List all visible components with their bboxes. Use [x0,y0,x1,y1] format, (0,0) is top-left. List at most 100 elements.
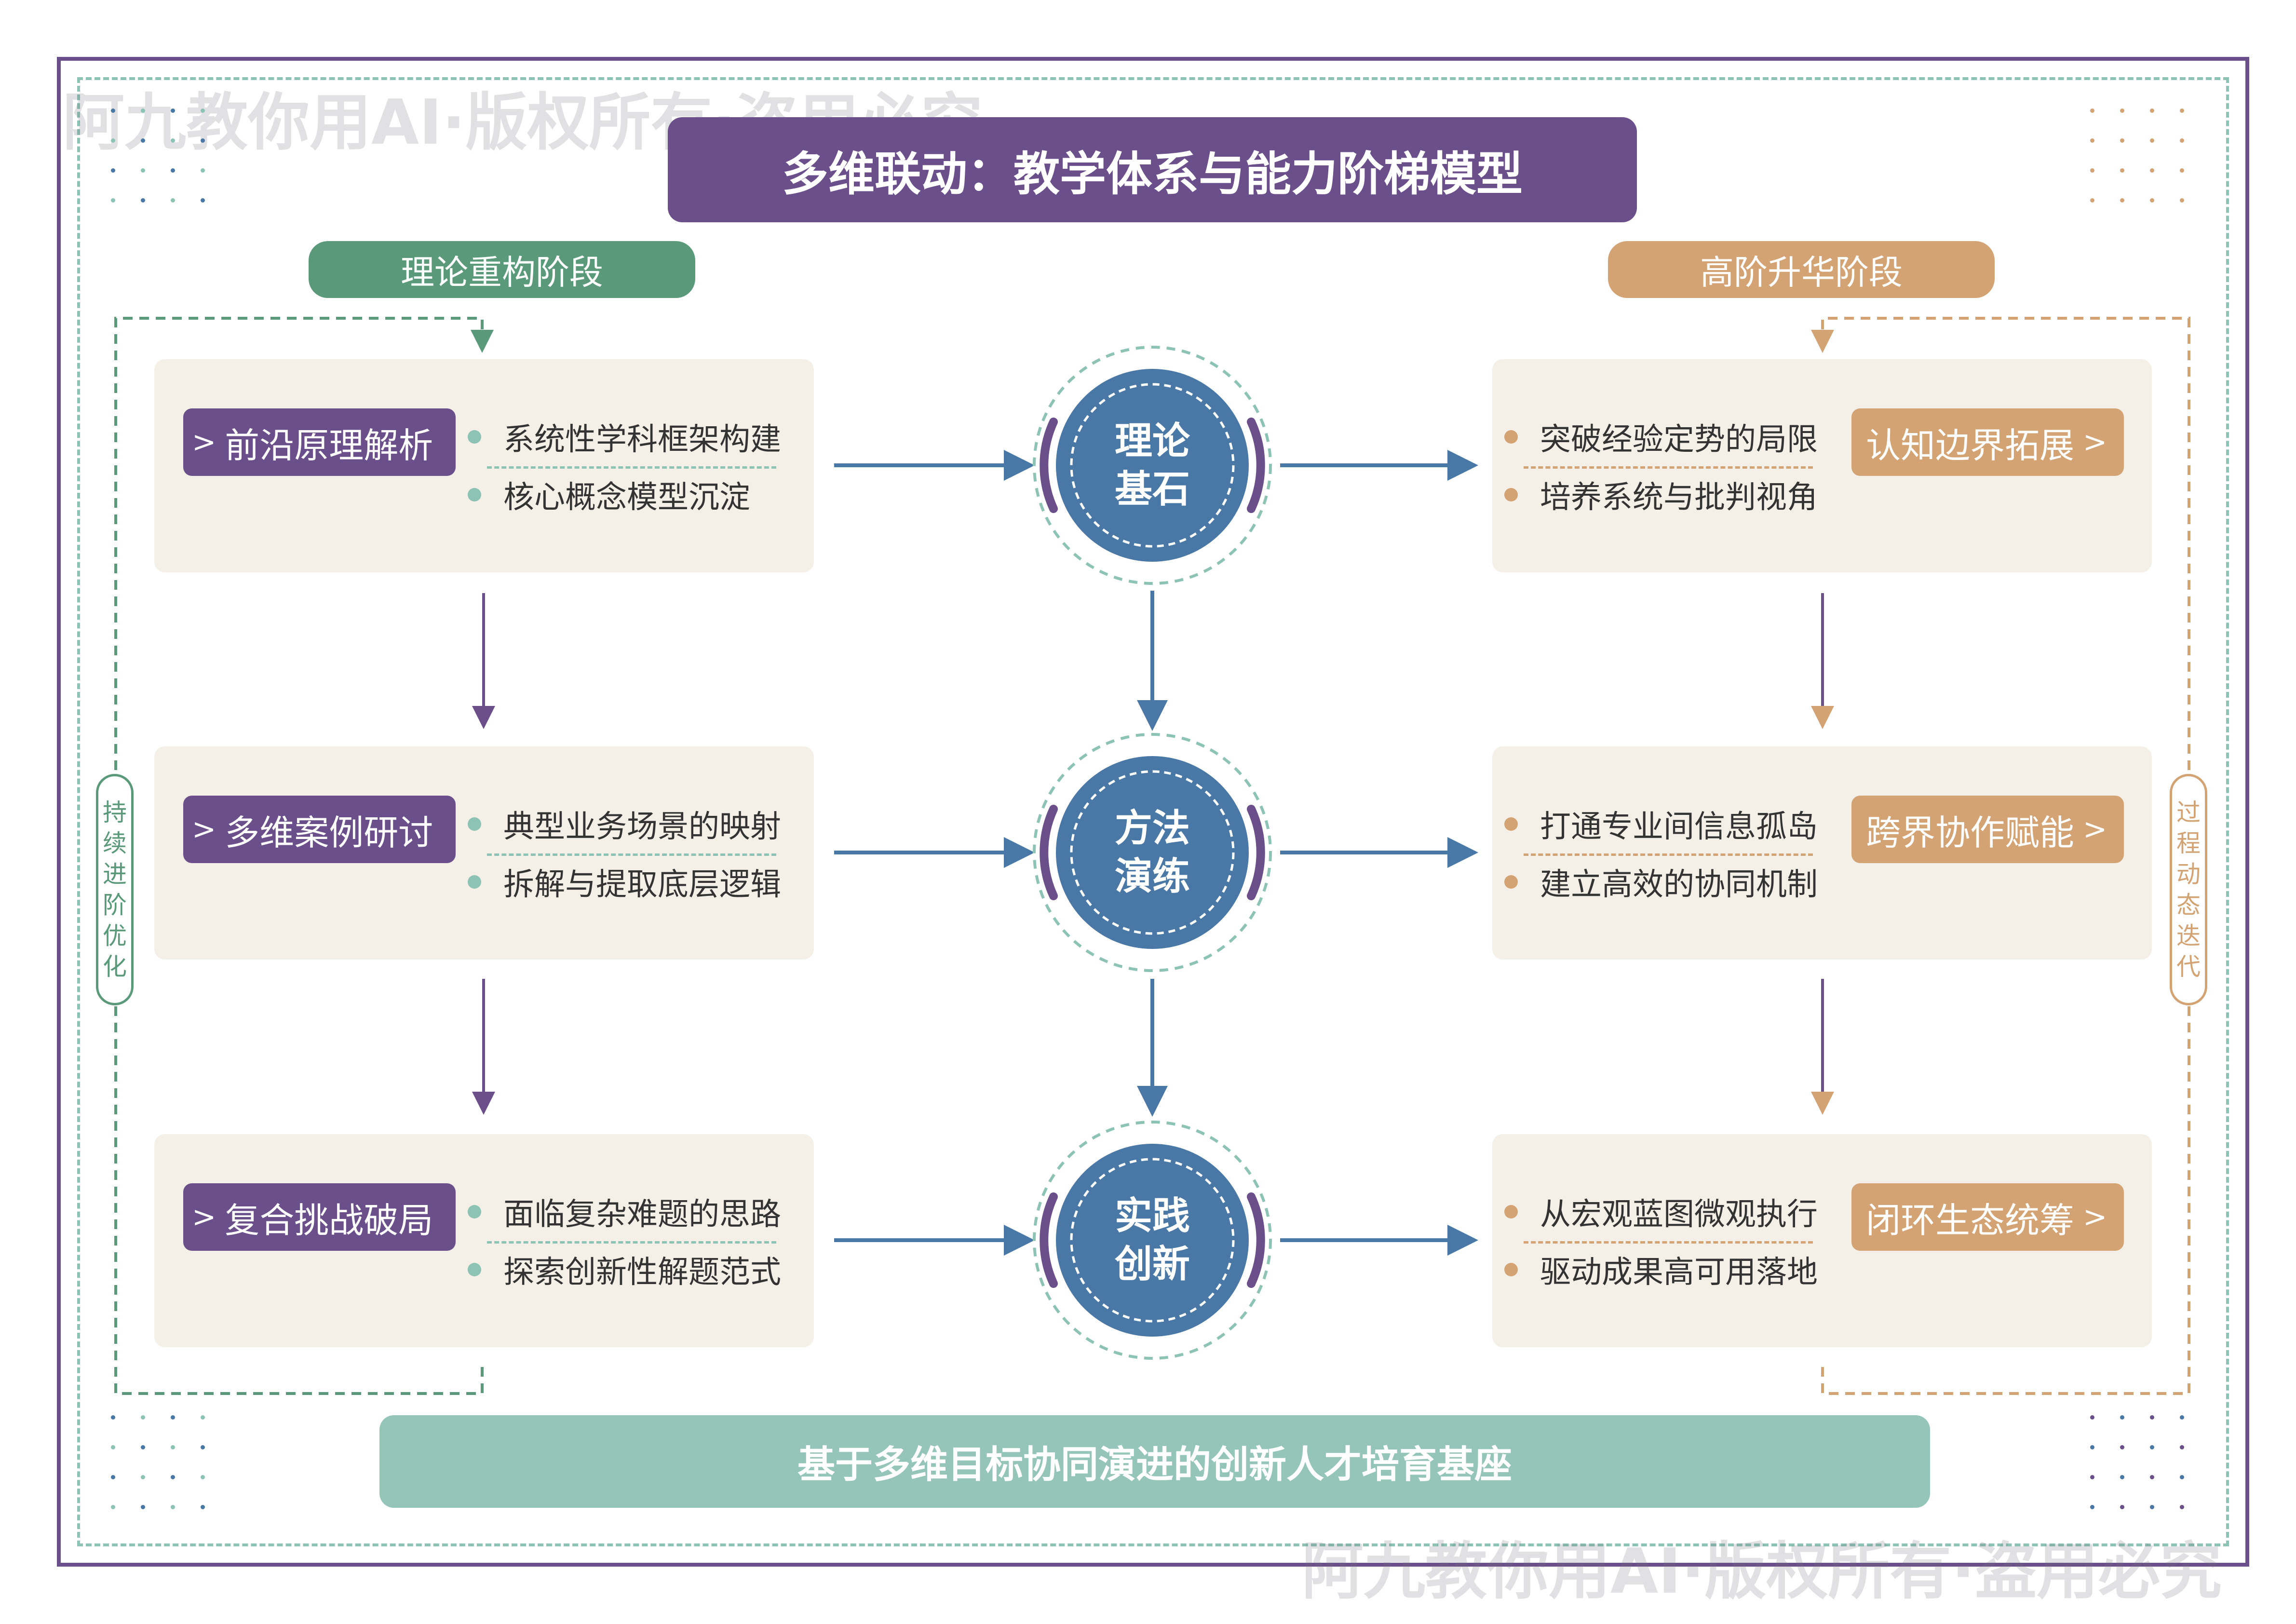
decor-dot [2120,198,2124,203]
decor-dot [171,1475,175,1479]
item-text: 核心概念模型沉淀 [503,480,750,515]
decor-dot [141,168,145,173]
left-card-3-tag-label: 复合挑战破局 [225,1200,433,1241]
decor-dot [2150,1445,2154,1449]
decor-dot [171,1415,175,1420]
side-tag-right-char: 动 [2176,860,2201,888]
decor-dot [2150,1415,2154,1420]
right-card-1-tag[interactable]: 认知边界拓展 > [1851,408,2124,476]
decor-dot [2180,1415,2184,1420]
right-card-3-tag-label: 闭环生态统筹 [1866,1200,2075,1241]
decor-dot [2180,198,2184,203]
item-text: 驱动成果高可用落地 [1540,1255,1818,1290]
footer-banner: 基于多维目标协同演进的创新人才培育基座 [379,1415,1930,1508]
hub-1-label: 理论 基石 [1080,417,1225,514]
left-card-2-tag[interactable]: > 多维案例研讨 [183,796,456,863]
decor-dot [111,138,115,143]
side-tag-left-char: 进 [103,860,127,888]
item-text: 从宏观蓝图微观执行 [1540,1197,1818,1232]
left-card-2-item-1: 典型业务场景的映射 [468,802,781,846]
bullet-dot [1504,1263,1518,1276]
decor-dot [171,108,175,113]
decor-dot [2180,168,2184,173]
left-card-1-tag-label: 前沿原理解析 [225,425,433,466]
chevron-right-icon: > [2083,812,2107,846]
decor-dot [2120,1415,2124,1420]
separator [1524,1241,1813,1244]
decor-dot [2090,198,2094,203]
bullet-dot [468,875,481,889]
bullet-dot [468,817,481,831]
side-tag-right: 过 程 动 态 迭 代 [2170,774,2207,1005]
hub-3-label: 实践 创新 [1080,1192,1225,1288]
side-tag-right-char: 迭 [2176,922,2201,950]
item-text: 突破经验定势的局限 [1540,422,1818,458]
decor-dot [2180,1445,2184,1449]
decor-dot [201,198,205,203]
chevron-right-icon: > [192,812,216,846]
side-tag-right-char: 代 [2176,953,2201,981]
decor-dot [2150,138,2154,143]
bullet-dot [1504,488,1518,501]
decor-dot [2090,1475,2094,1479]
item-text: 建立高效的协同机制 [1540,867,1818,903]
decor-dot [111,108,115,113]
side-tag-left: 持 续 进 阶 优 化 [96,774,134,1005]
decor-dot [2150,108,2154,113]
right-card-1-item-1: 突破经验定势的局限 [1504,415,1818,459]
left-card-2-tag-label: 多维案例研讨 [225,812,433,853]
side-tag-left-char: 优 [103,922,127,950]
decor-dot [2090,168,2094,173]
hub-2 [1033,733,1272,972]
hub-2-line2: 演练 [1114,855,1190,898]
bullet-dot [1504,430,1518,444]
hub-1-line1: 理论 [1114,420,1190,463]
separator [1524,853,1813,856]
chevron-right-icon: > [2083,425,2107,459]
left-loop-dashed [114,317,494,1395]
decor-dot [171,198,175,203]
item-text: 打通专业间信息孤岛 [1540,809,1818,845]
bullet-dot [1504,875,1518,889]
chevron-right-icon: > [192,425,216,459]
item-text: 典型业务场景的映射 [503,809,781,845]
inner-dashed-frame [77,77,2229,1546]
hub-3-line2: 创新 [1114,1243,1190,1286]
decor-dot [201,1415,205,1420]
decor-dot [201,168,205,173]
left-card-1-tag[interactable]: > 前沿原理解析 [183,408,456,476]
hub-2-line1: 方法 [1114,807,1190,850]
separator [487,466,776,469]
right-card-1-item-2: 培养系统与批判视角 [1504,473,1818,517]
separator [487,1241,776,1244]
decor-dot [141,108,145,113]
decor-dot [201,1445,205,1449]
hub-3-line1: 实践 [1114,1194,1190,1238]
side-tag-left-char: 阶 [103,891,127,919]
decor-dot [111,198,115,203]
right-card-3-tag[interactable]: 闭环生态统筹 > [1851,1183,2124,1251]
chevron-right-icon: > [192,1200,216,1234]
decor-dot [2150,1505,2154,1509]
right-loop-dashed [1811,317,2190,1395]
decor-dot [2150,198,2154,203]
decor-dot [141,1475,145,1479]
decor-dot [2120,1445,2124,1449]
decor-dot [111,1415,115,1420]
side-tag-left-char: 化 [103,953,127,981]
left-card-3-tag[interactable]: > 复合挑战破局 [183,1183,456,1251]
decor-dot [2150,1475,2154,1479]
bullet-dot [468,1263,481,1276]
right-card-2-tag[interactable]: 跨界协作赋能 > [1851,796,2124,863]
hub-3 [1033,1121,1272,1360]
bullet-dot [1504,1205,1518,1218]
item-text: 系统性学科框架构建 [503,422,781,458]
stage-pill-right: 高阶升华阶段 [1608,241,1995,298]
outer-frame [57,57,2249,1567]
decor-dot [2120,138,2124,143]
chevron-right-icon: > [2083,1200,2107,1234]
bullet-dot [468,488,481,501]
page-title: 多维联动：教学体系与能力阶梯模型 [668,117,1637,222]
hub-2-label: 方法 演练 [1080,804,1225,901]
